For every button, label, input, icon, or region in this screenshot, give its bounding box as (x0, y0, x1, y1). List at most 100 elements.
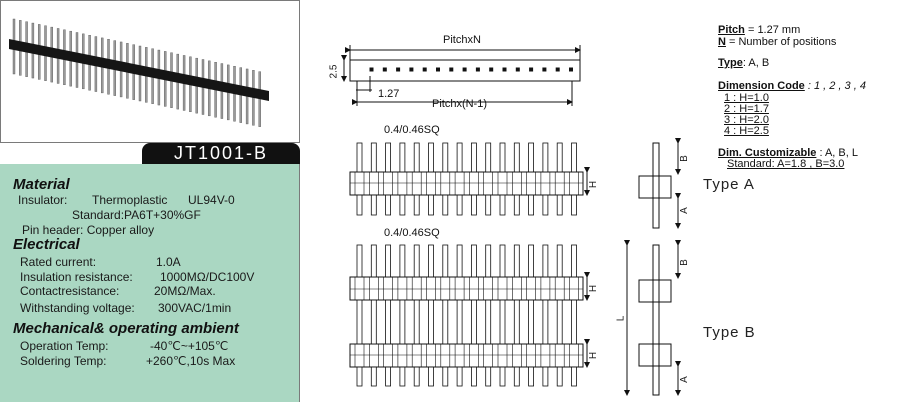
note-pitch: Pitch = 1.27 mm (718, 24, 801, 36)
pin-size-a-label: 0.4/0.46SQ (384, 124, 440, 136)
dim-h-b2-label: H (588, 351, 600, 360)
type-b-front-view (349, 244, 590, 387)
pitch-n1-label: Pitchx(N-1) (432, 98, 488, 110)
pitch-value-label: 1.27 (378, 88, 400, 100)
technical-drawing: PitchxN Pitchx(N-1) 1.27 2.5 0.4/0.46SQ … (300, 0, 900, 402)
type-a-pin (369, 142, 379, 216)
top-view-pin (436, 67, 440, 72)
type-b-pin (426, 244, 436, 387)
note-dim-code: Dimension Code : 1 , 2 , 3 , 4 (718, 80, 866, 92)
note-n: N = Number of positions (718, 36, 837, 48)
top-view-pin (475, 67, 480, 72)
dim-h-b1-label: H (588, 284, 600, 293)
type-a-pin (497, 142, 508, 216)
note-custom-standard: Standard: A=1.8 , B=3.0 (727, 158, 845, 170)
top-view-pin (542, 67, 547, 72)
drawing-canvas (341, 45, 681, 396)
insulation-resistance-value: 1000MΩ/DC100V (160, 270, 255, 284)
soldering-temp-label: Soldering Temp: (20, 354, 107, 368)
type-b-pin (483, 244, 493, 387)
type-b-label: Type B (703, 324, 756, 341)
type-a-pin (526, 142, 536, 216)
part-number: JT1001-B (142, 143, 300, 164)
withstanding-voltage-label: Withstanding voltage: (20, 301, 135, 315)
type-b-pin (454, 244, 465, 387)
contact-resistance-value: 20MΩ/Max. (154, 284, 216, 298)
type-a-pin (411, 142, 422, 216)
type-b-pin (497, 244, 508, 387)
type-b-pin (440, 244, 451, 387)
top-view-pin (382, 67, 387, 72)
electrical-heading: Electrical (13, 236, 80, 253)
type-b-pin (383, 244, 393, 387)
type-b-pin (526, 244, 536, 387)
dim-a-a-label: A (678, 207, 690, 214)
insulator-standard: Standard:PA6T+30%GF (72, 208, 201, 222)
withstanding-voltage-value: 300VAC/1min (158, 301, 232, 315)
type-a-pin (483, 142, 493, 216)
top-view-pin (396, 67, 401, 72)
type-b-pin (540, 244, 551, 387)
pitch-n-label: PitchxN (443, 34, 481, 46)
top-view-pin (462, 67, 467, 72)
rated-current-label: Rated current: (20, 255, 97, 269)
dim-code-2: 2 : H=1.7 (724, 103, 769, 115)
contact-resistance-label: Contactresistance: (20, 284, 120, 298)
insulation-resistance-label: Insulation resistance: (20, 270, 133, 284)
top-view-pin (569, 67, 573, 72)
height-value-label: 2.5 (328, 64, 340, 79)
dim-l-label: L (615, 315, 627, 322)
note-custom: Dim. Customizable : A, B, L (718, 147, 858, 159)
top-view-pin (502, 67, 507, 72)
type-b-pin (554, 244, 565, 387)
dim-h-a-label: H (588, 180, 600, 189)
type-b-pin (512, 244, 522, 387)
pin-header-material: Pin header: Copper alloy (22, 223, 155, 237)
type-a-pin (512, 142, 522, 216)
type-a-pin (554, 142, 565, 216)
pin-size-b-label: 0.4/0.46SQ (384, 227, 440, 239)
type-a-pin (469, 142, 479, 216)
type-a-pin (426, 142, 436, 216)
type-a-pin (454, 142, 465, 216)
dim-a-b-label: A (678, 376, 690, 383)
type-b-pin (569, 244, 579, 387)
type-b-pin (369, 244, 379, 387)
type-a-pin (397, 142, 408, 216)
dim-b-a-label: B (678, 155, 690, 162)
top-view-pin (555, 67, 560, 72)
type-a-pin (569, 142, 579, 216)
top-view-pin (409, 67, 414, 72)
top-view-pin (515, 67, 520, 72)
top-view-pin (489, 67, 494, 72)
product-photo (0, 0, 300, 143)
type-a-pin (354, 142, 365, 216)
type-a-pin (440, 142, 451, 216)
operation-temp-value: -40℃~+105℃ (150, 339, 229, 353)
top-view-pin (369, 67, 374, 72)
type-b-side-view (624, 240, 681, 396)
spec-panel: Material Insulator: Thermoplastic UL94V-… (0, 164, 300, 402)
rated-current-value: 1.0A (156, 255, 181, 269)
type-b-pin (397, 244, 408, 387)
insulator-label: Insulator: (18, 193, 68, 207)
type-a-pin (383, 142, 393, 216)
insulator-value: Thermoplastic (92, 193, 168, 207)
top-view-pin (422, 67, 427, 72)
dim-b-b-label: B (678, 259, 690, 266)
soldering-temp-value: +260℃,10s Max (146, 354, 236, 368)
top-view (341, 45, 581, 106)
note-type: Type: A, B (718, 57, 770, 69)
type-b-pin (469, 244, 479, 387)
top-view-pin (449, 67, 454, 72)
dim-code-1: 1 : H=1.0 (724, 92, 769, 104)
dim-code-4: 4 : H=2.5 (724, 125, 769, 137)
type-b-pin (411, 244, 422, 387)
type-a-side-view (638, 138, 681, 229)
insulator-grade: UL94V-0 (188, 193, 235, 207)
photo-insulator (9, 39, 269, 101)
pin-header-photo (9, 18, 269, 127)
type-a-pin (540, 142, 551, 216)
dim-code-3: 3 : H=2.0 (724, 114, 769, 126)
material-heading: Material (13, 176, 70, 193)
